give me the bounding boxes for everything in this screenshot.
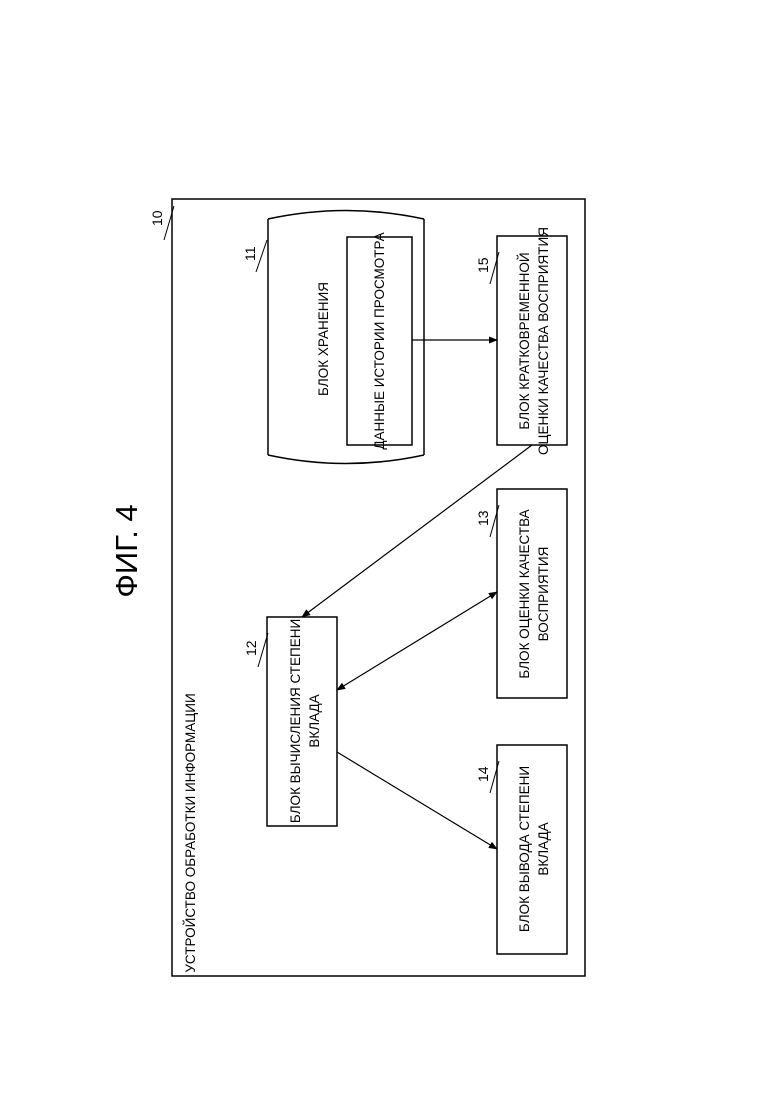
contribution-calc-line1: БЛОК ВЫЧИСЛЕНИЯ СТЕПЕНИ	[288, 619, 303, 823]
storage-ref: 11	[242, 246, 258, 261]
contribution-output-box	[497, 745, 567, 954]
contribution-output-line1: БЛОК ВЫВОДА СТЕПЕНИ	[517, 766, 532, 932]
perception-eval-ref: 13	[475, 510, 491, 526]
arrow-calc-perception-bidirectional	[337, 592, 497, 690]
contribution-output-line2: ВКЛАДА	[536, 822, 551, 875]
device-label: УСТРОЙСТВО ОБРАБОТКИ ИНФОРМАЦИИ	[183, 693, 198, 972]
viewing-history-label: ДАННЫЕ ИСТОРИИ ПРОСМОТРА	[372, 232, 387, 449]
short-term-eval-box	[497, 236, 567, 445]
short-term-eval-ref: 15	[475, 257, 491, 273]
contribution-calc-line2: ВКЛАДА	[307, 694, 322, 747]
perception-eval-line2: ВОСПРИЯТИЯ	[536, 547, 551, 642]
device-ref: 10	[149, 210, 165, 226]
arrow-calc-to-output	[337, 752, 497, 849]
perception-eval-box	[497, 489, 567, 698]
storage-cylinder	[268, 211, 424, 464]
short-term-eval-line2: ОЦЕНКИ КАЧЕСТВА ВОСПРИЯТИЯ	[536, 227, 551, 455]
contribution-output-ref: 14	[475, 766, 491, 782]
storage-label: БЛОК ХРАНЕНИЯ	[316, 282, 331, 396]
short-term-eval-line1: БЛОК КРАТКОВРЕМЕННОЙ	[517, 252, 532, 429]
contribution-calc-ref: 12	[243, 640, 259, 656]
figure-title: ФИГ. 4	[109, 504, 144, 597]
perception-eval-line1: БЛОК ОЦЕНКИ КАЧЕСТВА	[517, 509, 532, 678]
